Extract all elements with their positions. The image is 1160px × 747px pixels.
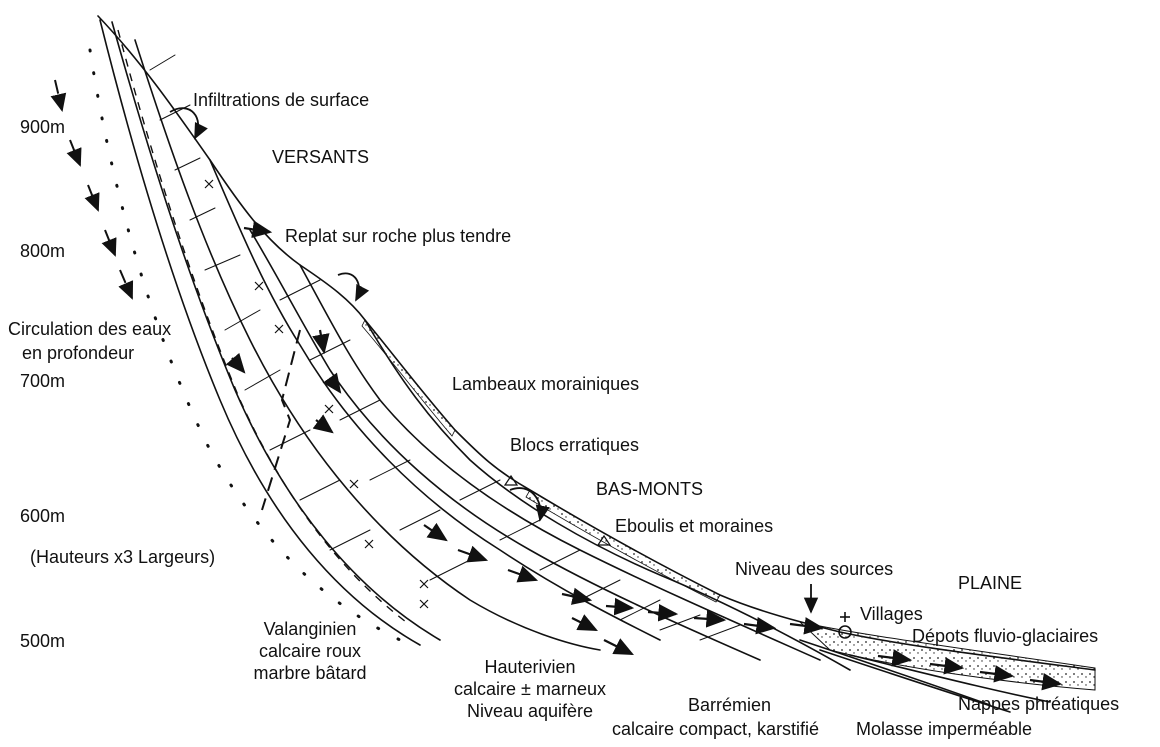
label-deep-flow-2: en profondeur (22, 343, 135, 363)
formation-valanginien-note: marbre bâtard (253, 663, 367, 683)
label-groundwater: Nappes phréatiques (958, 694, 1120, 714)
formation-valanginien-name: Valanginien (263, 619, 357, 639)
zone-label-plaine: PLAINE (958, 573, 1023, 593)
elevation-label-800: 800m (20, 241, 66, 261)
scree-strip (525, 489, 721, 603)
stratum-boundary-5 (249, 229, 761, 661)
elevation-label-700: 700m (20, 371, 66, 391)
subsurface-flow-arrows (225, 220, 1063, 691)
fault-line (261, 329, 301, 511)
joint-lines (149, 54, 741, 641)
formation-hauterivien: Hauterivien calcaire ± marneux Niveau aq… (430, 656, 630, 722)
formation-molasse: Molasse imperméable (856, 719, 1033, 739)
formation-hauterivien-note: Niveau aquifère (466, 701, 594, 721)
erratic-block (596, 534, 612, 546)
stratum-boundary-1 (99, 19, 421, 646)
label-fluvio-glacial: Dépots fluvio-glaciaires (912, 626, 1099, 646)
stratum-boundary-7 (364, 319, 851, 671)
deep-flow-arrows (50, 79, 134, 300)
label-scree: Eboulis et moraines (615, 516, 774, 536)
formation-valanginien-rock: calcaire roux (258, 641, 362, 661)
molasse-line-3 (849, 654, 1051, 703)
stratum-boundary-3 (134, 39, 601, 651)
formation-barremien-rock: calcaire compact, karstifié (612, 719, 820, 739)
formation-barremien-name: Barrémien (688, 695, 772, 715)
elevation-label-900: 900m (20, 117, 66, 137)
village-symbol (838, 612, 852, 639)
molasse-line-2 (819, 649, 1011, 713)
stratum-boundary-6 (299, 264, 821, 661)
label-deep-flow-1: Circulation des eaux (8, 319, 172, 339)
formation-valanginien: Valanginien calcaire roux marbre bâtard (250, 618, 370, 684)
formation-hauterivien-rock: calcaire ± marneux (454, 679, 606, 699)
elevation-label-500: 500m (20, 631, 66, 651)
label-surface-infiltration: Infiltrations de surface (193, 90, 370, 110)
moraine-strip (361, 319, 456, 437)
erratic-block (503, 474, 519, 486)
label-ledge: Replat sur roche plus tendre (285, 226, 512, 246)
label-erratic-blocks: Blocs erratiques (510, 435, 640, 455)
limestone-cross-marks (204, 179, 429, 609)
label-villages: Villages (860, 604, 923, 624)
elevation-label-600: 600m (20, 506, 66, 526)
dotted-marl-band (88, 48, 402, 642)
ground-surface-line (97, 15, 1096, 671)
scale-note: (Hauteurs x3 Largeurs) (30, 547, 216, 567)
molasse-line-1 (799, 639, 991, 706)
dashed-stratum-line (117, 29, 411, 626)
zone-label-versants: VERSANTS (272, 147, 370, 167)
label-moraine-patches: Lambeaux morainiques (452, 374, 640, 394)
formation-hauterivien-name: Hauterivien (484, 657, 576, 677)
label-spring-level: Niveau des sources (735, 559, 894, 579)
zone-label-bas-monts: BAS-MONTS (596, 479, 704, 499)
infiltration-arrows (169, 107, 550, 522)
stratum-boundary-2 (111, 21, 441, 641)
